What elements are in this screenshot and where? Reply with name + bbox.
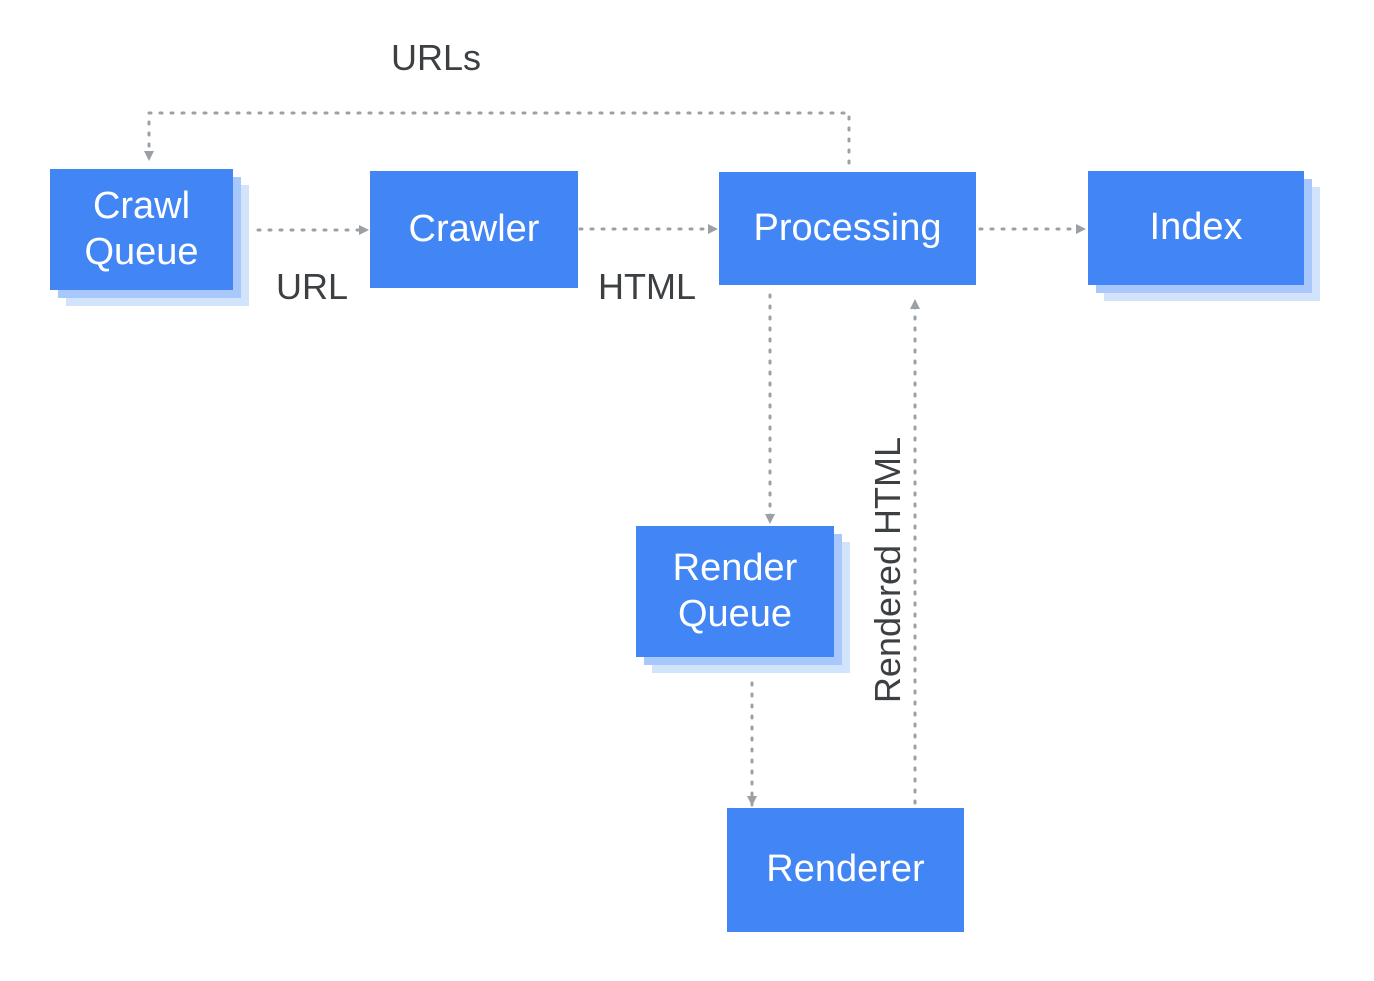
crawl-queue-label-line2: Queue [84,230,199,273]
edge-label-urls: URLs [391,37,482,78]
renderer-node: Renderer [727,808,964,932]
render-queue-label-line1: Render [672,546,798,589]
crawler-node: Crawler [370,171,578,288]
index-label: Index [1149,206,1243,249]
renderer-label: Renderer [766,848,925,891]
edge-label-rendered-html: Rendered HTML [867,436,908,704]
render-queue-node: Render Queue [636,526,834,657]
render-queue-label-line2: Queue [677,592,793,635]
edge-label-html: HTML [598,266,696,307]
crawl-queue-label-line1: Crawl [92,184,191,227]
edge-label-url: URL [276,266,349,307]
processing-node: Processing [719,172,976,285]
crawl-queue-node: Crawl Queue [50,169,233,290]
crawler-label: Crawler [408,207,540,250]
processing-label: Processing [753,206,942,249]
edge-processing-to-crawl-queue [144,111,851,165]
index-node: Index [1088,171,1304,285]
